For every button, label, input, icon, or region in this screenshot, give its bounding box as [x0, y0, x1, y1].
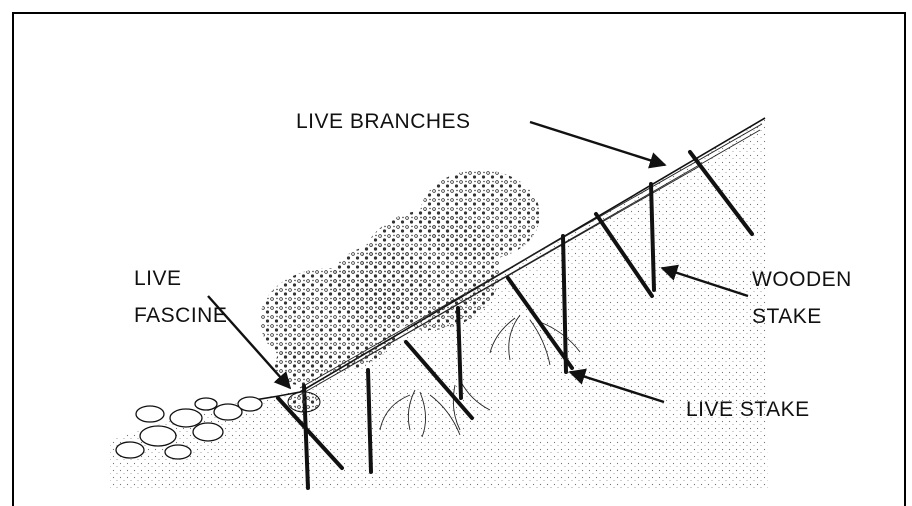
live-fascine-bundle	[288, 392, 320, 412]
arrow-live-branches	[530, 122, 665, 165]
label-live-branches: LIVE BRANCHES	[296, 110, 471, 133]
label-live-stake: LIVE STAKE	[686, 398, 810, 421]
label-wooden-stake-line2: STAKE	[752, 305, 822, 328]
label-live-fascine-line2: FASCINE	[134, 304, 227, 327]
label-live-fascine-line1: LIVE	[134, 267, 182, 290]
label-wooden-stake-line1: WOODEN	[752, 268, 852, 291]
